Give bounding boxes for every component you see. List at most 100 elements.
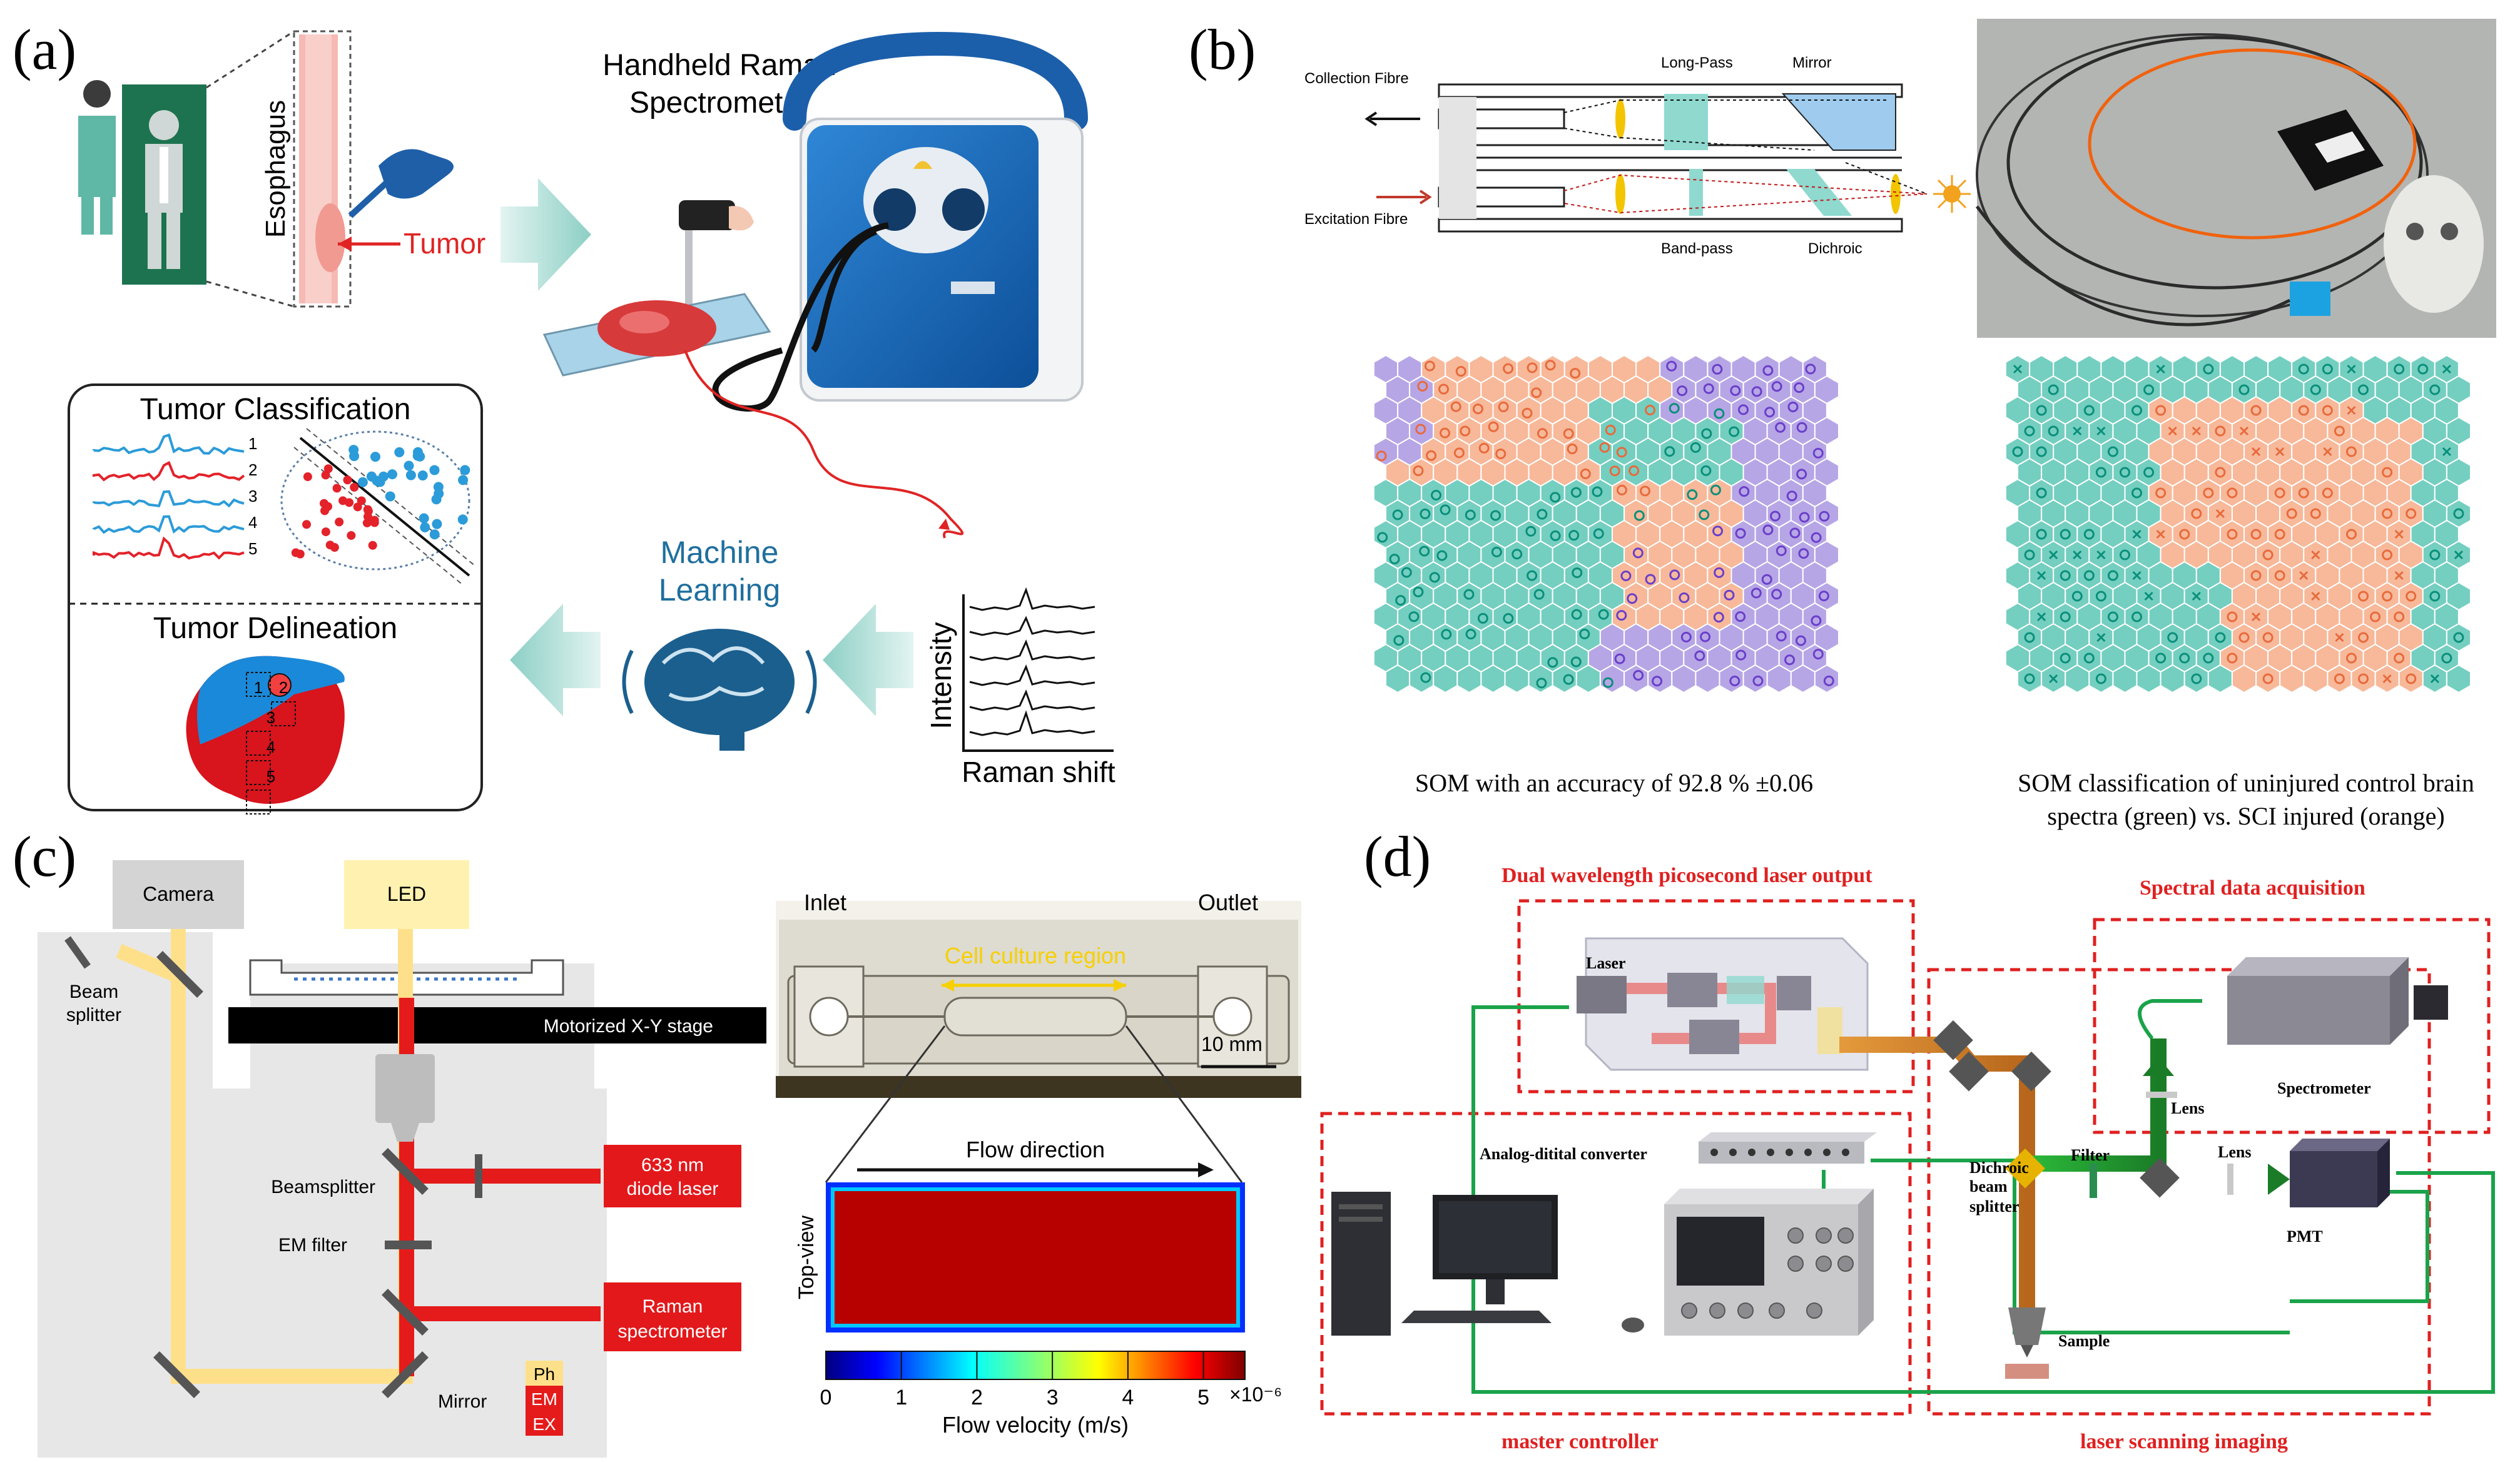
culture-region-label: Cell culture region (945, 943, 1126, 968)
som-marker (1794, 382, 1805, 393)
lens-top-label: Lens (2171, 1099, 2204, 1117)
som-marker (1465, 509, 1476, 520)
adc-port (1842, 1149, 1849, 1156)
som-marker (1729, 675, 1740, 686)
som-marker (1690, 442, 1701, 453)
som-marker (1511, 549, 1523, 560)
som-marker (2345, 446, 2357, 457)
flow-arrow-1 (500, 178, 591, 291)
som-marker (1632, 547, 1644, 559)
controller-knob (1709, 1302, 1725, 1319)
som-marker (1393, 635, 1405, 646)
scatter-dot-red (291, 548, 300, 557)
som-marker (2155, 405, 2167, 416)
controller-knob (1837, 1227, 1854, 1244)
flow-arrow-3 (510, 604, 601, 716)
region-number: 4 (267, 738, 275, 756)
lens-right-label: Lens (2218, 1143, 2251, 1161)
som-marker (1376, 450, 1387, 462)
som1-caption: SOM with an accuracy of 92.8 % ±0.06 (1415, 769, 1813, 797)
som-marker-x (2215, 509, 2225, 519)
spectrum-number: 3 (248, 487, 257, 505)
classification-title: Tumor Classification (140, 393, 410, 426)
som-cell (2136, 664, 2162, 694)
som-marker (1545, 360, 1556, 371)
som-cell (2398, 664, 2424, 694)
som-marker (1677, 385, 1688, 397)
som-marker (1640, 485, 1650, 497)
som-marker (1570, 656, 1582, 668)
top-view-label: Top-view (795, 1215, 818, 1299)
som-marker (2155, 487, 2167, 499)
som-cell (2255, 664, 2281, 694)
som-cell (2350, 664, 2376, 694)
probe-photo (1975, 19, 2496, 338)
microfluidic-chip-photo (776, 901, 1301, 1098)
som-marker (1415, 424, 1426, 435)
signal-beam-arrowhead-up (2143, 1057, 2174, 1076)
som-marker (2429, 591, 2441, 602)
som-marker (1420, 672, 1431, 683)
laser-box (604, 1145, 741, 1207)
som-marker (1490, 510, 1501, 521)
som-marker (2358, 591, 2369, 602)
som-marker (2119, 549, 2130, 561)
som-marker (2036, 529, 2047, 540)
som-marker (2083, 652, 2095, 664)
som-marker (1776, 545, 1787, 556)
som-marker (2394, 652, 2405, 664)
som-marker (2024, 632, 2035, 643)
scatter-dot-blue (429, 465, 440, 475)
som-marker (2215, 632, 2226, 643)
som-marker (2048, 425, 2059, 437)
region-box (246, 789, 271, 815)
som-marker (1738, 404, 1749, 415)
scatter-dot-red (332, 484, 342, 493)
zoom-lines (206, 30, 295, 308)
som-marker (1818, 591, 1829, 602)
som-marker (1750, 587, 1762, 599)
som-marker-x (2096, 550, 2106, 560)
beamsplitter-label: Beamsplitter (271, 1177, 375, 1197)
som-marker (1699, 509, 1710, 520)
som-marker-x (2192, 591, 2201, 601)
beam-splitter-label-line2: splitter (66, 1005, 121, 1025)
som-marker (1478, 442, 1490, 454)
som-marker-x (2454, 550, 2464, 560)
som-marker-x (2049, 550, 2058, 560)
som-marker (2298, 487, 2309, 499)
som-marker (2358, 673, 2369, 684)
adc-port (1786, 1149, 1793, 1156)
colorbar (825, 1351, 1246, 1380)
som-cell (2017, 664, 2043, 694)
scatter-dot-red (368, 541, 377, 550)
som-marker (2227, 611, 2238, 622)
led-box (344, 860, 469, 929)
spectrum-number: 5 (248, 539, 257, 558)
region-number: 1 (254, 678, 263, 697)
som-marker (1614, 653, 1625, 664)
som-cell (2112, 664, 2138, 694)
som-cell (1456, 664, 1482, 694)
controller-knob (1837, 1256, 1854, 1272)
light-path-branch (116, 943, 181, 983)
som-cell (1480, 664, 1506, 694)
som-marker (1694, 650, 1705, 661)
hand-icon (348, 149, 454, 218)
som-marker (1775, 422, 1786, 433)
som-marker (1431, 490, 1442, 501)
som-marker (1710, 484, 1721, 495)
spectrum-number: 1 (248, 434, 257, 453)
raman-spectrometer-device (783, 31, 1088, 402)
som-marker (2024, 549, 2035, 561)
controller-knob (1806, 1302, 1822, 1319)
scatter-dot-blue (385, 491, 395, 502)
som-marker (1812, 649, 1824, 660)
som-marker (1712, 525, 1724, 537)
som-marker (1669, 403, 1680, 414)
som-marker (2071, 591, 2083, 602)
som-marker (1567, 444, 1578, 455)
som-marker (1819, 510, 1830, 522)
adc-port (1823, 1149, 1831, 1156)
som-marker (2382, 591, 2393, 602)
